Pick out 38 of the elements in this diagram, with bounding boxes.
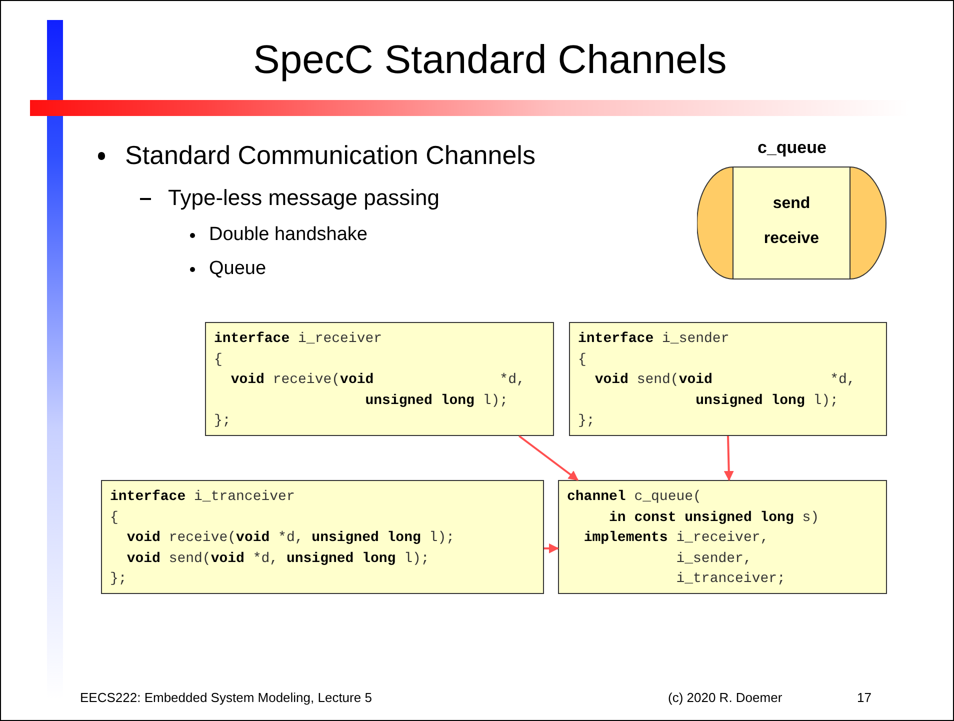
bullet-text: Queue — [209, 258, 266, 280]
bullet-text: Type-less message passing — [168, 185, 440, 211]
code-line: interface i_receiver — [214, 330, 382, 349]
code-box — [101, 480, 544, 594]
arrow — [724, 436, 734, 481]
footer-text: 17 — [857, 690, 872, 705]
code-line: i_sender, — [675, 550, 752, 568]
code-line: i_tranceiver; — [675, 570, 786, 589]
code-line: interface i_sender — [578, 330, 730, 349]
code-line: { — [214, 350, 222, 370]
code-line: { — [578, 350, 586, 370]
channel-name: c_queue — [756, 138, 828, 158]
code-line: void send(void *d, — [594, 371, 856, 390]
code-line: unsigned long l); — [364, 392, 508, 410]
code-line: void receive(void *d, unsigned long l); — [126, 529, 454, 548]
footer-text: EECS222: Embedded System Modeling, Lecture 5 — [80, 690, 372, 705]
method-label: receive — [762, 230, 820, 248]
footer-text: (c) 2020 R. Doemer — [668, 690, 782, 705]
method-label: send — [772, 195, 812, 213]
arrow — [518, 435, 579, 481]
code-line: }; — [110, 570, 127, 589]
code-line: { — [110, 508, 118, 528]
code-line: implements i_receiver, — [582, 529, 769, 548]
code-box — [558, 480, 887, 594]
code-line: }; — [578, 412, 595, 431]
code-line: }; — [214, 412, 231, 431]
code-line: void receive(void *d, — [230, 371, 525, 390]
code-line: interface i_tranceiver — [110, 488, 295, 507]
code-line: unsigned long l); — [694, 392, 838, 410]
code-line: in const unsigned long s) — [608, 508, 820, 528]
code-line: void send(void *d, unsigned long l); — [126, 550, 430, 568]
code-box — [569, 322, 887, 436]
bullet-text: Double handshake — [209, 224, 368, 246]
code-line: channel c_queue( — [567, 488, 702, 507]
arrow — [544, 543, 559, 554]
slide-title: SpecC Standard Channels — [252, 38, 728, 83]
code-box — [205, 322, 554, 436]
bullet-text: Standard Communication Channels — [125, 140, 536, 171]
